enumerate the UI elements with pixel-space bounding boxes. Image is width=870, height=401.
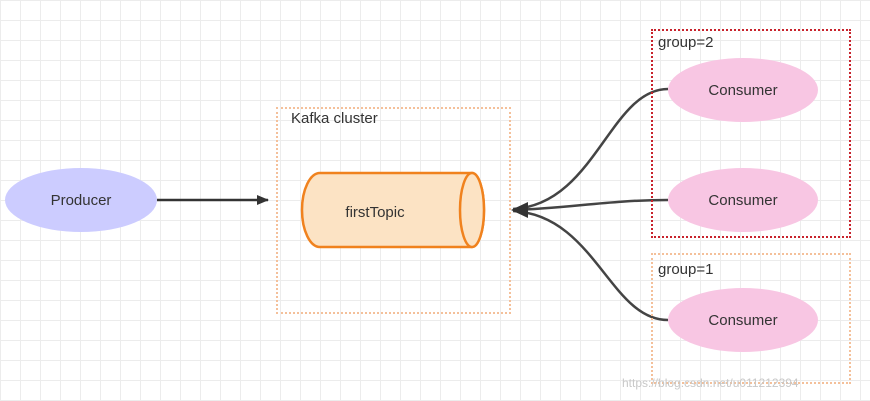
consumer2-to-topic-edge [512,198,669,212]
consumer-node: Consumer [668,168,818,232]
topic-arrowhead [511,202,528,218]
topic-cylinder [300,171,486,249]
consumer-node: Consumer [668,288,818,352]
watermark-text: https://blog.csdn.net/u011212394 [622,376,799,390]
kafka-cluster-label: Kafka cluster [291,110,378,127]
consumer-label: Consumer [708,191,778,209]
consumer-label: Consumer [708,81,778,99]
consumer-group-1-box [651,253,851,384]
topic-label: firstTopic [345,203,405,221]
producer-node: Producer [5,168,157,232]
consumer1-to-topic-edge [512,87,669,211]
kafka-cluster-box [276,107,511,314]
consumer-group-2-label: group=2 [658,34,714,51]
producer-label: Producer [50,191,112,209]
consumer-node: Consumer [668,58,818,122]
consumer-group-1-label: group=1 [658,261,714,278]
consumer3-to-topic-edge [512,209,669,322]
consumer-label: Consumer [708,311,778,329]
consumer-group-2-box [651,29,851,238]
